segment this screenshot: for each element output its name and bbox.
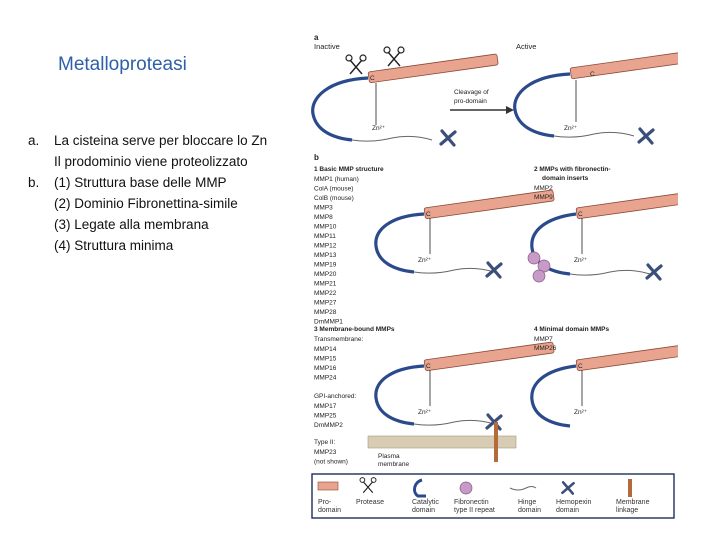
svg-text:C: C — [370, 75, 375, 82]
panel-b-letter: b — [314, 153, 319, 162]
svg-text:domain inserts: domain inserts — [542, 175, 589, 182]
panel-b: b 1 Basic MMP structure MMP1 (human) ColA… — [314, 153, 678, 468]
mmp-list-item: MMP23 — [314, 449, 337, 456]
panel-a-letter: a — [314, 33, 319, 42]
svg-text:1 Basic MMP structure: 1 Basic MMP structure — [314, 166, 384, 173]
svg-text:Zn²⁺: Zn²⁺ — [418, 409, 432, 416]
legend-hinge-icon — [509, 486, 537, 491]
mmp-list-item: MMP11 — [314, 233, 336, 240]
mmp-structure-figure: a Inactive Active C Zn²⁺ Cleavage of pro… — [311, 33, 678, 519]
legend-catalytic-icon — [413, 478, 426, 498]
note-b3: (3) Legate alla membrana — [54, 217, 209, 232]
svg-text:GPI-anchored:: GPI-anchored: — [314, 393, 356, 400]
svg-text:Plasma: Plasma — [378, 453, 400, 460]
svg-text:Protease: Protease — [356, 499, 384, 506]
mmp-list-item: MMP10 — [314, 224, 337, 231]
svg-text:Zn²⁺: Zn²⁺ — [418, 257, 432, 264]
svg-text:3 Membrane-bound MMPs: 3 Membrane-bound MMPs — [314, 326, 395, 333]
note-a: a.La cisteina serve per bloccare lo Zn — [28, 133, 268, 148]
svg-text:C: C — [590, 71, 595, 78]
mmp-list-item: MMP17 — [314, 403, 337, 410]
group-membrane: 3 Membrane-bound MMPs Transmembrane: MMP… — [314, 326, 555, 468]
svg-text:membrane: membrane — [378, 461, 409, 468]
svg-text:MMP26: MMP26 — [534, 345, 557, 352]
svg-text:Hinge: Hinge — [518, 499, 536, 506]
mmp-list-item: DmMMP1 — [314, 319, 343, 326]
mmp-list-item: MMP16 — [314, 365, 337, 372]
mmp-list-item: MMP25 — [314, 413, 337, 420]
active-mmp: C Zn²⁺ — [513, 49, 678, 145]
svg-text:type II repeat: type II repeat — [454, 507, 495, 514]
zinc-label-a1: Zn²⁺ — [372, 125, 386, 132]
legend: Pro- domain Protease Catalytic domain Fi… — [311, 473, 675, 519]
svg-text:C: C — [578, 211, 583, 218]
svg-text:C: C — [426, 363, 431, 370]
note-b4: (4) Struttura minima — [54, 238, 174, 253]
svg-text:Transmembrane:: Transmembrane: — [314, 336, 363, 343]
mmp-list-item: (not shown) — [314, 459, 348, 466]
svg-text:Zn²⁺: Zn²⁺ — [574, 409, 588, 416]
mmp-list-item: MMP13 — [314, 252, 337, 259]
svg-text:linkage: linkage — [616, 507, 638, 514]
arrow-label-2: pro-domain — [454, 98, 487, 105]
svg-text:C: C — [426, 211, 431, 218]
zinc-label-a2: Zn²⁺ — [564, 125, 578, 132]
svg-text:Hemopexin: Hemopexin — [556, 499, 592, 506]
legend-pro-domain-icon — [317, 481, 339, 491]
legend-membrane-icon — [628, 479, 632, 497]
arrow-label-1: Cleavage of — [454, 89, 489, 96]
svg-text:domain: domain — [318, 507, 341, 514]
label-active: Active — [516, 42, 536, 51]
note-a2: Il prodominio viene proteolizzato — [54, 154, 248, 169]
notes-list: a.La cisteina serve per bloccare lo Zn I… — [28, 130, 267, 256]
group-fibronectin: 2 MMPs with fibronectin- domain inserts … — [527, 166, 678, 283]
mmp-list-item: MMP27 — [314, 300, 337, 307]
cleavage-arrow: Cleavage of pro-domain — [450, 89, 514, 114]
mmp-list-item: MMP3 — [314, 205, 333, 212]
group-basic: 1 Basic MMP structure MMP1 (human) ColA (… — [314, 166, 555, 326]
mmp-list-item: MMP21 — [314, 281, 337, 288]
inactive-mmp: C Zn²⁺ — [311, 46, 499, 147]
note-b2: (2) Dominio Fibronettina-simile — [54, 196, 238, 211]
mmp-list-item: MMP19 — [314, 262, 337, 269]
slide-title: Metalloproteasi — [58, 54, 187, 75]
mmp-list-item: ColA (mouse) — [314, 186, 353, 193]
mmp-list-item: DmMMP2 — [314, 422, 343, 429]
mmp-list-item: MMP1 (human) — [314, 176, 359, 183]
svg-text:domain: domain — [412, 507, 435, 514]
protease-icon — [345, 54, 367, 75]
mmp-list-item: MMP22 — [314, 290, 337, 297]
svg-text:Fibronectin: Fibronectin — [454, 499, 489, 506]
svg-text:MMP7: MMP7 — [534, 336, 553, 343]
svg-text:Catalytic: Catalytic — [412, 499, 439, 506]
svg-text:Pro-: Pro- — [318, 499, 332, 506]
mmp-list-item: MMP12 — [314, 243, 337, 250]
label-inactive: Inactive — [314, 42, 340, 51]
protease-icon-2 — [383, 46, 405, 67]
svg-text:MMP2: MMP2 — [534, 185, 553, 192]
mmp-list-item: MMP15 — [314, 356, 337, 363]
legend-fibronectin-icon — [459, 481, 473, 495]
group-minimal: 4 Minimal domain MMPs MMP7 MMP26 C Zn²⁺ — [530, 326, 678, 428]
svg-text:Membrane: Membrane — [616, 499, 650, 506]
svg-text:4 Minimal domain MMPs: 4 Minimal domain MMPs — [534, 326, 610, 333]
panel-a: a Inactive Active C Zn²⁺ Cleavage of pro… — [311, 33, 678, 147]
svg-text:domain: domain — [556, 507, 579, 514]
mmp-list-item: ColB (mouse) — [314, 195, 354, 202]
mmp-list-item: MMP14 — [314, 346, 337, 353]
mmp-list-item: MMP28 — [314, 309, 337, 316]
svg-text:MMP9: MMP9 — [534, 194, 553, 201]
mmp-list-item: MMP24 — [314, 375, 337, 382]
note-b1: b.(1) Struttura base delle MMP — [28, 175, 227, 190]
svg-text:domain: domain — [518, 507, 541, 514]
svg-text:2 MMPs with fibronectin-: 2 MMPs with fibronectin- — [534, 166, 611, 173]
svg-text:Type II:: Type II: — [314, 439, 336, 446]
svg-text:C: C — [578, 363, 583, 370]
mmp-list-item: MMP20 — [314, 271, 337, 278]
mmp-list-item: MMP8 — [314, 214, 333, 221]
plasma-membrane — [367, 435, 517, 449]
svg-text:Zn²⁺: Zn²⁺ — [574, 257, 588, 264]
